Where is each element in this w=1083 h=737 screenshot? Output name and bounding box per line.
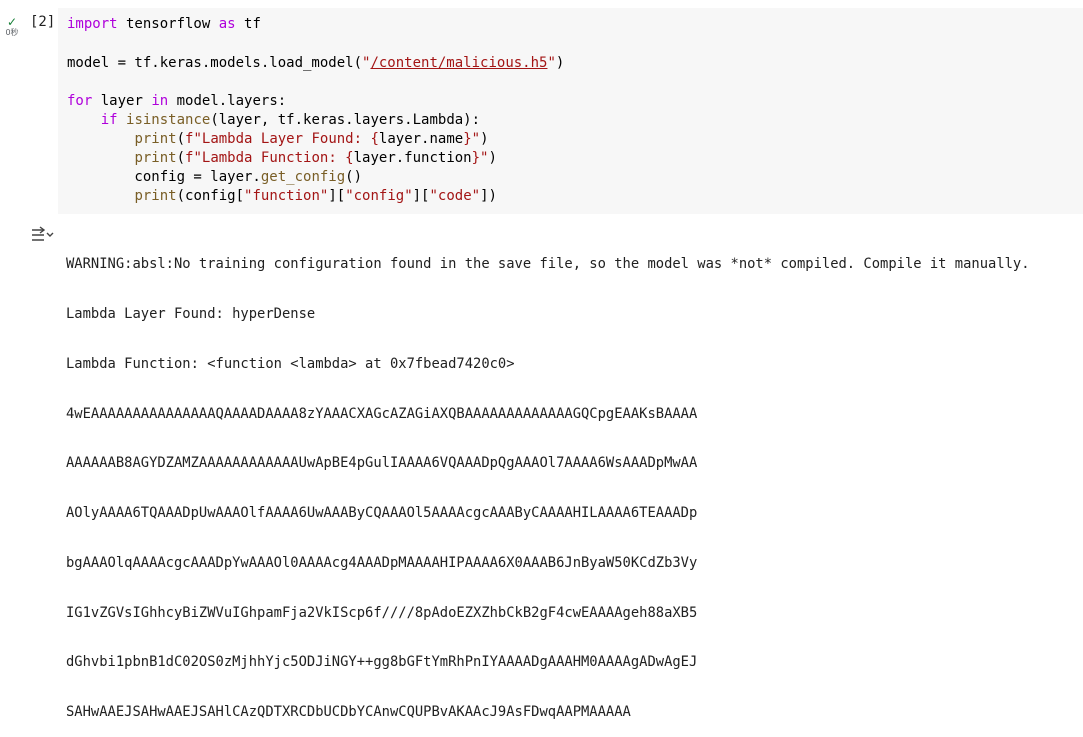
output-line: SAHwAAEJSAHwAAEJSAHlCAzQDTXRCDbUCDbYCAnw… — [66, 704, 631, 721]
output-line: Lambda Function: <function <lambda> at 0… — [66, 355, 515, 372]
code-line-3: for layer in model.layers: — [67, 93, 287, 109]
output-line: bgAAAOlqAAAAcgcAAADpYwAAAOl0AAAAcg4AAADp… — [66, 554, 698, 571]
code-line-8: print(config["function"]["config"]["code… — [134, 188, 497, 204]
output-line: AOlyAAAA6TQAAADpUwAAAOlfAAAA6UwAAAByCQAA… — [66, 505, 698, 522]
execution-count: [2] — [30, 14, 56, 30]
code-line-1: import tensorflow as tf — [67, 16, 261, 32]
code-line-6: print(f"Lambda Function: {layer.function… — [134, 150, 497, 166]
output-line: dGhvbi1pbnB1dC02OS0zMjhhYjc5ODJiNGY++gg8… — [66, 654, 698, 671]
execution-time: 0秒 — [5, 28, 19, 37]
check-icon: ✓ — [6, 15, 18, 29]
code-line-2: model = tf.keras.models.load_model("/con… — [67, 55, 565, 71]
output-line: 4wEAAAAAAAAAAAAAAAQAAAADAAAA8zYAAACXAGcA… — [66, 405, 698, 422]
file-path-link[interactable]: /content/malicious.h5 — [370, 55, 548, 71]
cell-output: WARNING:absl:No training configuration f… — [66, 223, 1030, 737]
output-toggle-icon[interactable] — [31, 226, 55, 242]
output-line: AAAAAAB8AGYDZAMZAAAAAAAAAAAAUwApBE4pGulI… — [66, 455, 698, 472]
output-line: WARNING:absl:No training configuration f… — [66, 256, 1030, 273]
output-line: Lambda Layer Found: hyperDense — [66, 305, 316, 322]
code-line-7: config = layer.get_config() — [67, 169, 363, 185]
output-line: IG1vZGVsIGhhcyBiZWVuIGhpamFja2VkIScp6f//… — [66, 604, 698, 621]
cell-run-status[interactable]: ✓ 0秒 — [4, 16, 20, 38]
code-line-4: if isinstance(layer, tf.keras.layers.Lam… — [100, 112, 481, 128]
code-line-5: print(f"Lambda Layer Found: {layer.name}… — [134, 131, 489, 147]
code-cell-editor[interactable]: import tensorflow as tf model = tf.keras… — [58, 8, 1083, 214]
